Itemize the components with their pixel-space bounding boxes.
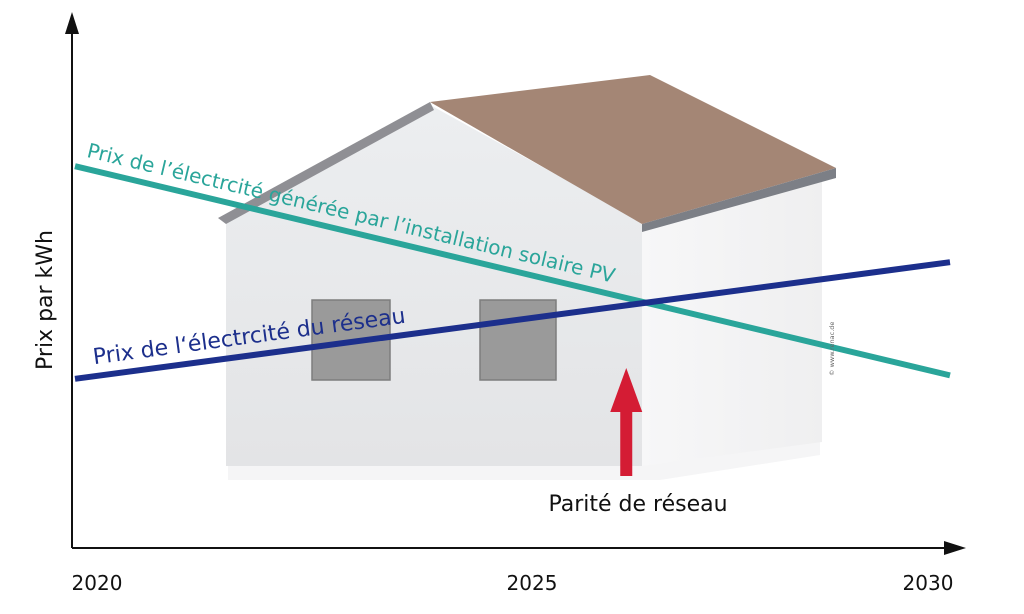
house-illustration bbox=[218, 75, 836, 480]
grid-parity-label: Parité de réseau bbox=[548, 492, 727, 517]
house-roof bbox=[430, 75, 836, 224]
series-line-solar bbox=[74, 163, 951, 379]
house-window-right bbox=[479, 299, 557, 381]
house-roof-eave bbox=[218, 102, 434, 224]
series-line-grid bbox=[74, 259, 951, 382]
house-roof-edge bbox=[642, 168, 836, 232]
x-tick-label: 2025 bbox=[507, 571, 558, 595]
series-layer bbox=[74, 163, 951, 382]
up-arrow-icon bbox=[610, 368, 643, 476]
x-tick-label: 2030 bbox=[903, 571, 954, 595]
watermark: © www.renac.de bbox=[828, 322, 836, 376]
x-axis-arrow-icon bbox=[944, 541, 966, 555]
x-tick-label: 2020 bbox=[72, 571, 123, 595]
house-ground-shadow bbox=[228, 438, 820, 480]
y-axis-label: Prix par kWh bbox=[33, 230, 58, 370]
grid-parity-annotation: Parité de réseau bbox=[548, 368, 728, 517]
y-axis-arrow-icon bbox=[65, 12, 79, 34]
axes bbox=[65, 12, 966, 555]
